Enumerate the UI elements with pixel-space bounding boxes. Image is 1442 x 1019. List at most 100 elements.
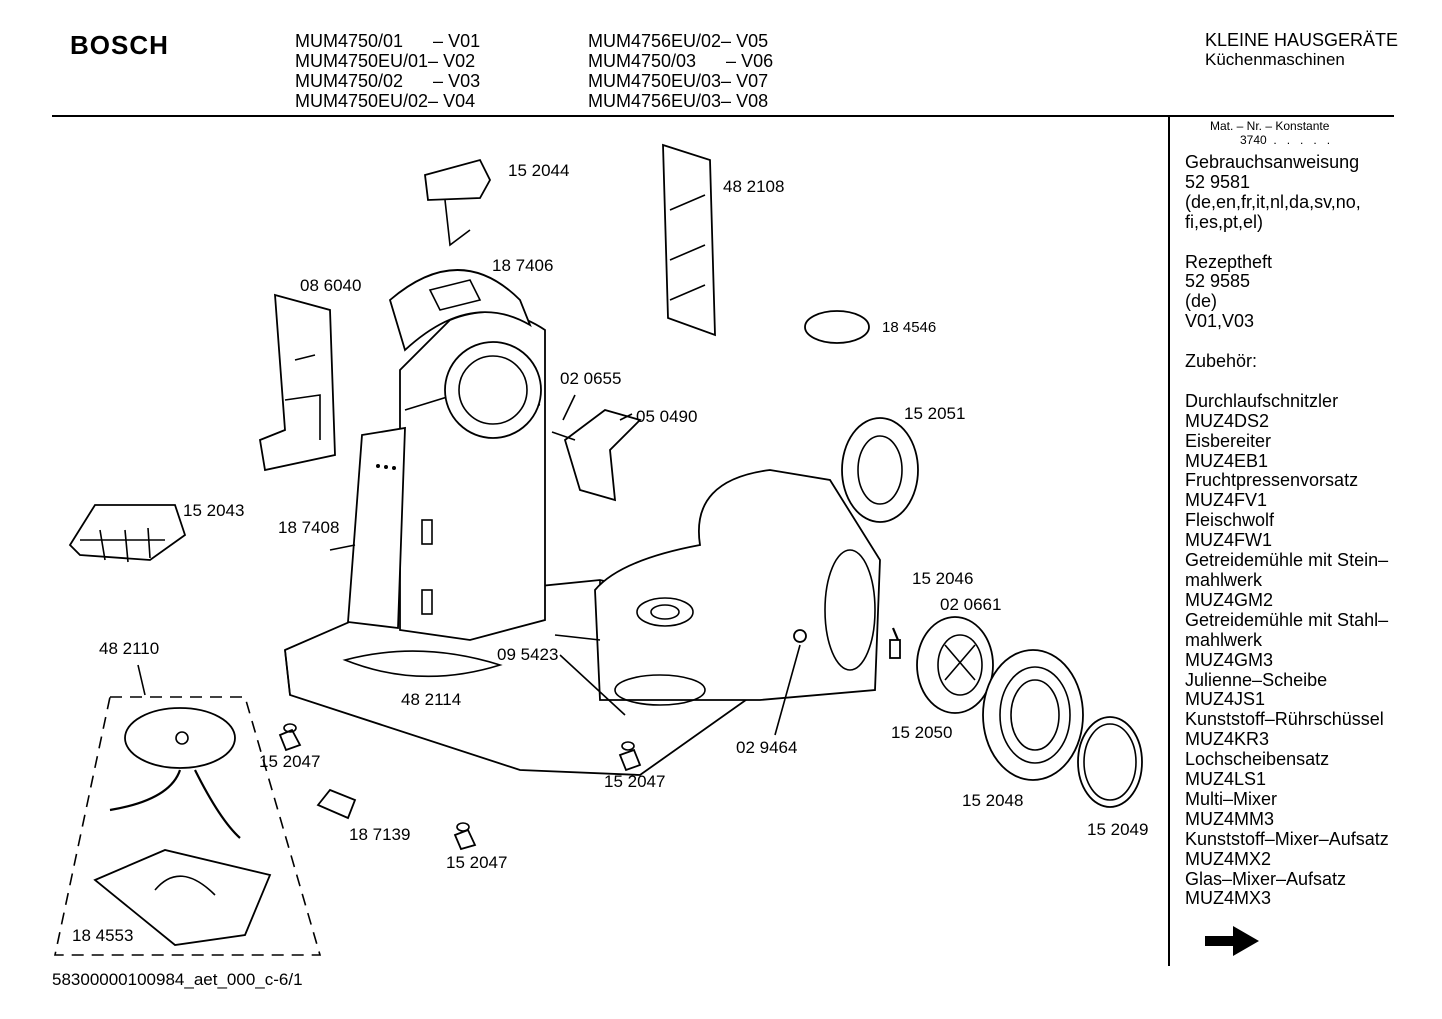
model-item: MUM4756EU/03– V08 — [588, 91, 769, 111]
screw-part — [793, 629, 807, 643]
switch-frame — [258, 293, 336, 472]
model-item: MUM4750EU/03– V07 — [588, 71, 769, 91]
sidebar-line: 52 9581 — [1185, 171, 1251, 192]
part-label: 02 0661 — [940, 595, 1002, 614]
part-label: 18 7408 — [278, 518, 340, 537]
part-label: 02 9464 — [736, 738, 798, 757]
part-label: 15 2047 — [446, 853, 508, 872]
part-label: 15 2051 — [904, 404, 966, 423]
sidebar-line: MUZ4KR3 — [1185, 729, 1270, 750]
sidebar-line: Lochscheibensatz — [1185, 749, 1330, 770]
part-label: 18 7406 — [492, 256, 554, 275]
sidebar-line: Fleischwolf — [1185, 510, 1275, 531]
sidebar-line: MUZ4EB1 — [1185, 450, 1269, 471]
exploded-parts-diagram — [54, 143, 1143, 956]
sidebar: Mat. – Nr. – Konstante 3740 . . . . . Ge… — [1185, 119, 1410, 966]
sidebar-line: Julienne–Scheibe — [1185, 669, 1328, 690]
model-item: MUM4756EU/02– V05 — [588, 31, 769, 51]
part-label: 08 6040 — [300, 276, 362, 295]
part-label: 48 2108 — [723, 177, 785, 196]
sidebar-line: Durchlaufschnitzler — [1185, 390, 1339, 411]
sidebar-rule — [1168, 116, 1170, 966]
model-item: MUM4750/03 – V06 — [588, 51, 774, 71]
category-subtitle: Küchenmaschinen — [1205, 50, 1345, 69]
sidebar-line — [1185, 332, 1410, 352]
sidebar-line: MUZ4MM3 — [1185, 808, 1274, 829]
sidebar-line: MUZ4MX2 — [1185, 848, 1272, 869]
part-label: 18 4553 — [72, 926, 134, 945]
part-label: 15 2046 — [912, 569, 974, 588]
sidebar-line: (de) — [1185, 291, 1218, 312]
sidebar-line: Kunststoff–Mixer–Aufsatz — [1185, 828, 1389, 849]
part-label: 02 0655 — [560, 369, 622, 388]
sidebar-line: MUZ4MX3 — [1185, 888, 1272, 909]
sidebar-line — [1185, 233, 1410, 253]
sidebar-line: fi,es,pt,el) — [1185, 211, 1264, 232]
foot — [618, 741, 642, 772]
motor-group — [54, 696, 322, 956]
model-list-2: MUM4756EU/02– V05 MUM4750/03 – V06 MUM47… — [588, 31, 773, 111]
sidebar-line: Eisbereiter — [1185, 430, 1272, 451]
sidebar-line: 52 9585 — [1185, 271, 1251, 292]
model-list-1: MUM4750/01 – V01 MUM4750EU/01– V02 MUM47… — [295, 31, 480, 111]
clip-part — [316, 788, 357, 820]
model-item: MUM4750EU/01– V02 — [295, 51, 476, 71]
drive-gear — [916, 616, 994, 714]
sidebar-line: Getreidemühle mit Stein– — [1185, 550, 1389, 571]
sidebar-line: mahlwerk — [1185, 629, 1263, 650]
foot — [453, 822, 477, 851]
sidebar-line: Gebrauchsanweisung — [1185, 152, 1360, 172]
sidebar-line — [1185, 372, 1410, 392]
spring-part — [889, 627, 901, 659]
leader-lines — [137, 394, 801, 736]
part-label: 15 2043 — [183, 501, 245, 520]
top-cap — [388, 269, 532, 352]
sidebar-line: MUZ4JS1 — [1185, 689, 1266, 710]
sidebar-line: Glas–Mixer–Aufsatz — [1185, 868, 1347, 889]
seal-disc — [804, 310, 870, 344]
next-page-arrow-icon[interactable] — [1203, 921, 1263, 961]
column-housing — [399, 311, 546, 641]
sidebar-line: Rezeptheft — [1185, 251, 1273, 272]
sidebar-line: Zubehör: — [1185, 351, 1258, 372]
sidebar-line: mahlwerk — [1185, 569, 1263, 590]
foot — [278, 723, 302, 752]
sidebar-line: MUZ4FV1 — [1185, 490, 1268, 511]
part-label: 09 5423 — [497, 645, 559, 664]
vertical-bracket — [662, 143, 716, 337]
brand-logo: BOSCH — [70, 30, 169, 60]
model-item: MUM4750/01 – V01 — [295, 31, 481, 51]
part-label: 48 2114 — [401, 690, 462, 709]
cover-ring — [982, 649, 1084, 781]
sidebar-line: Getreidemühle mit Stahl– — [1185, 609, 1389, 630]
part-label: 15 2047 — [259, 752, 321, 771]
part-label: 15 2044 — [508, 161, 570, 180]
cross-piece — [551, 409, 642, 502]
matnr-value: 3740 . . . . . — [1240, 133, 1331, 147]
part-label: 15 2047 — [604, 772, 666, 791]
sidebar-line: Multi–Mixer — [1185, 788, 1278, 809]
model-item: MUM4750EU/02– V04 — [295, 91, 476, 111]
sidebar-line: MUZ4DS2 — [1185, 410, 1270, 431]
category-title: KLEINE HAUSGERÄTE — [1205, 30, 1399, 50]
part-label: 05 0490 — [636, 407, 698, 426]
sidebar-line: MUZ4LS1 — [1185, 769, 1267, 790]
part-label: 15 2050 — [891, 723, 953, 742]
drive-ring — [841, 417, 919, 523]
sidebar-line: MUZ4GM3 — [1185, 649, 1274, 670]
sidebar-line: (de,en,fr,it,nl,da,sv,no, — [1185, 191, 1361, 212]
sidebar-line: Fruchtpressenvorsatz — [1185, 470, 1359, 491]
sidebar-line: MUZ4FW1 — [1185, 530, 1272, 551]
part-label: 15 2048 — [962, 791, 1024, 810]
seal-ring — [1077, 716, 1143, 808]
part-label: 15 2049 — [1087, 820, 1149, 839]
tray-part — [68, 504, 187, 563]
header-rule — [52, 115, 1394, 117]
document-id: 58300000100984_aet_000_c-6/1 — [52, 970, 303, 989]
front-panel — [347, 426, 406, 630]
part-label: 18 4546 — [882, 319, 937, 336]
model-item: MUM4750/02 – V03 — [295, 71, 481, 91]
sidebar-line: Kunststoff–Rührschüssel — [1185, 709, 1384, 730]
sidebar-line: MUZ4GM2 — [1185, 589, 1274, 610]
